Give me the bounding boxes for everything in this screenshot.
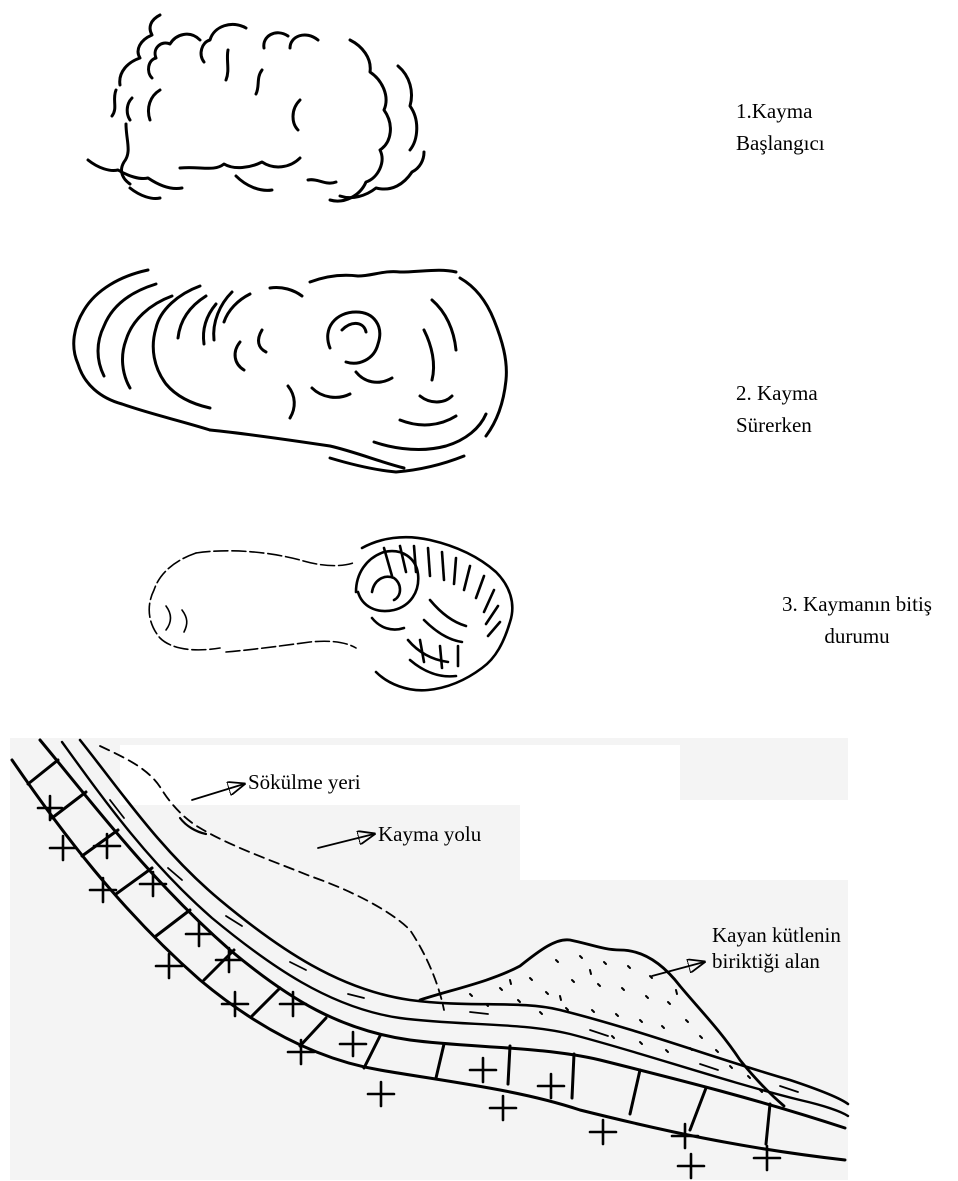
accumulation-label: Kayan kütlenin biriktiği alan <box>712 922 841 974</box>
accumulation-label-line2: biriktiği alan <box>712 948 841 974</box>
stage-2-label-line2: Sürerken <box>736 409 818 441</box>
detachment-label: Sökülme yeri <box>248 766 361 798</box>
stage-2-label: 2. Kayma Sürerken <box>736 377 818 441</box>
stage-1-label-line1: 1.Kayma <box>736 95 825 127</box>
accumulation-label-line1: Kayan kütlenin <box>712 922 841 948</box>
stage-3-label: 3. Kaymanın bitiş durumu <box>758 588 956 652</box>
stage-2-label-line1: 2. Kayma <box>736 377 818 409</box>
stage-3-label-line1: 3. Kaymanın bitiş <box>758 588 956 620</box>
slide-path-label: Kayma yolu <box>378 818 481 850</box>
stage-1-label: 1.Kayma Başlangıcı <box>736 95 825 159</box>
stage-1-label-line2: Başlangıcı <box>736 127 825 159</box>
stage-3-label-line2: durumu <box>758 620 956 652</box>
